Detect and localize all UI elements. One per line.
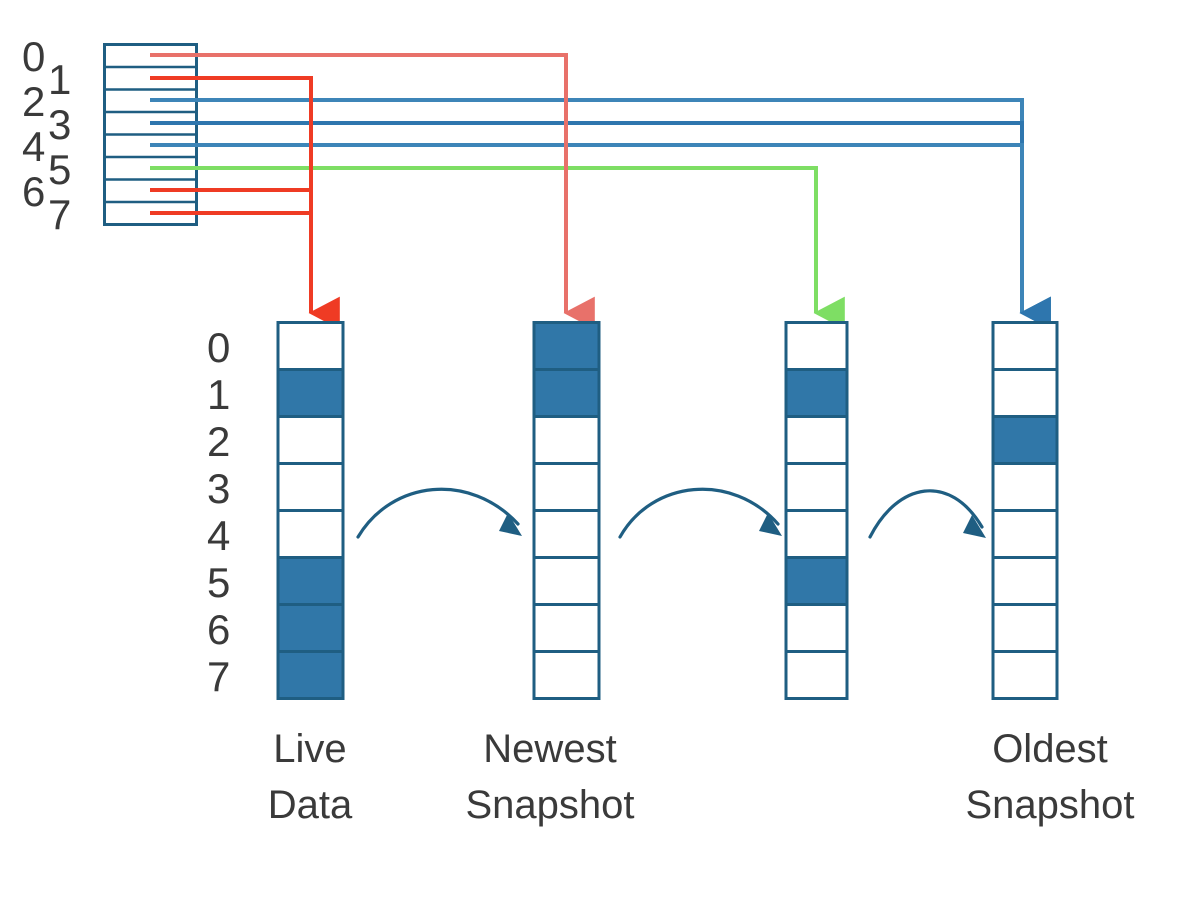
cell-live-data-6[interactable]: [276, 603, 345, 653]
source-page-table: [103, 43, 198, 226]
caption-oldest-snapshot-line2: Snapshot: [965, 783, 1134, 827]
flow-arrow-live-data-to-newest-snapshot: [356, 487, 522, 539]
cell-oldest-snapshot-7[interactable]: [991, 650, 1059, 700]
cell-live-data-3[interactable]: [276, 462, 345, 512]
cell-newest-snapshot-4[interactable]: [532, 509, 601, 559]
source-index-label-0: 0: [22, 33, 45, 80]
source-index-label-4: 4: [22, 123, 45, 170]
cell-newest-snapshot-7[interactable]: [532, 650, 601, 700]
cell-third-column-7[interactable]: [784, 650, 849, 700]
connector-row-4-to-oldest-snapshot: [150, 143, 1051, 330]
cell-live-data-5[interactable]: [276, 556, 345, 606]
cell-live-data-1[interactable]: [276, 368, 345, 418]
cell-live-data-0[interactable]: [276, 321, 345, 371]
cell-oldest-snapshot-4[interactable]: [991, 509, 1059, 559]
cell-newest-snapshot-2[interactable]: [532, 415, 601, 465]
column-row-index-labels: 0 1 2 3 4 5 6 7: [207, 324, 230, 700]
row-index-label-6: 6: [207, 606, 230, 653]
cell-oldest-snapshot-0[interactable]: [991, 321, 1059, 371]
caption-oldest-snapshot-line1: Oldest: [992, 727, 1108, 771]
cell-live-data-2[interactable]: [276, 415, 345, 465]
cell-oldest-snapshot-6[interactable]: [991, 603, 1059, 653]
cell-newest-snapshot-3[interactable]: [532, 462, 601, 512]
cell-oldest-snapshot-5[interactable]: [991, 556, 1059, 606]
row-index-label-2: 2: [207, 418, 230, 465]
cell-newest-snapshot-5[interactable]: [532, 556, 601, 606]
cell-newest-snapshot-6[interactable]: [532, 603, 601, 653]
cell-third-column-6[interactable]: [784, 603, 849, 653]
caption-live-data-line2: Data: [268, 783, 353, 827]
cell-newest-snapshot-0[interactable]: [532, 321, 601, 371]
source-index-label-5: 5: [48, 146, 71, 193]
source-index-label-3: 3: [48, 101, 71, 148]
cell-third-column-2[interactable]: [784, 415, 849, 465]
caption-newest-snapshot-line2: Snapshot: [465, 783, 634, 827]
source-index-label-6: 6: [22, 168, 45, 215]
column-oldest-snapshot[interactable]: [991, 321, 1059, 700]
row-index-label-5: 5: [207, 559, 230, 606]
source-index-label-2: 2: [22, 78, 45, 125]
connector-row-7-to-live-data: [150, 211, 313, 313]
cell-oldest-snapshot-2[interactable]: [991, 415, 1059, 465]
cell-newest-snapshot-1[interactable]: [532, 368, 601, 418]
connector-row-0-to-newest-snapshot: [150, 53, 595, 330]
source-index-label-7: 7: [48, 191, 71, 238]
column-third-column[interactable]: [784, 321, 849, 700]
cell-third-column-0[interactable]: [784, 321, 849, 371]
caption-newest-snapshot-line1: Newest: [483, 727, 616, 771]
source-index-label-1: 1: [48, 56, 71, 103]
connector-row-2-to-oldest-snapshot: [150, 98, 1051, 330]
cell-third-column-5[interactable]: [784, 556, 849, 606]
cell-live-data-4[interactable]: [276, 509, 345, 559]
cell-live-data-7[interactable]: [276, 650, 345, 700]
row-index-label-1: 1: [207, 371, 230, 418]
connector-row-5-to-third-column: [150, 166, 845, 330]
row-index-label-3: 3: [207, 465, 230, 512]
column-newest-snapshot[interactable]: [532, 321, 601, 700]
caption-live-data-line1: Live: [273, 727, 346, 771]
cell-oldest-snapshot-3[interactable]: [991, 462, 1059, 512]
cell-third-column-4[interactable]: [784, 509, 849, 559]
row-index-label-4: 4: [207, 512, 230, 559]
source-index-labels: 0 1 2 3 4 5 6 7: [22, 33, 71, 238]
connector-row-3-to-oldest-snapshot: [150, 121, 1051, 330]
cell-third-column-3[interactable]: [784, 462, 849, 512]
cell-third-column-1[interactable]: [784, 368, 849, 418]
column-live-data[interactable]: [276, 321, 345, 700]
row-index-label-0: 0: [207, 324, 230, 371]
row-index-label-7: 7: [207, 653, 230, 700]
flow-arrow-newest-snapshot-to-third-column: [618, 487, 782, 539]
cell-oldest-snapshot-1[interactable]: [991, 368, 1059, 418]
flow-arrow-third-column-to-oldest-snapshot: [868, 489, 986, 539]
